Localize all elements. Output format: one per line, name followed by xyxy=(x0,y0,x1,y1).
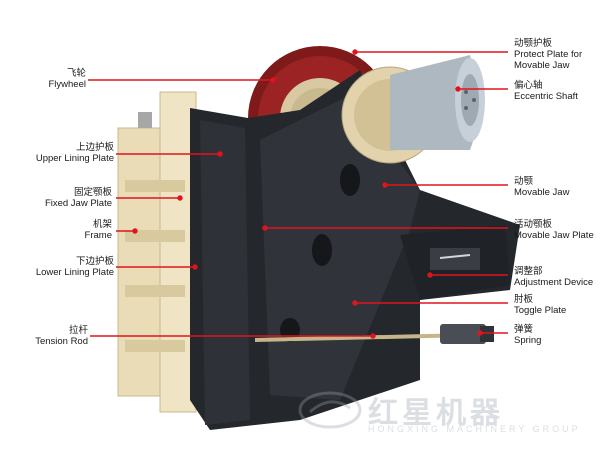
movable-jaw-label-en: Movable Jaw xyxy=(514,187,570,198)
eccentric-shaft-label-en: Eccentric Shaft xyxy=(514,91,578,102)
fixed-jaw-plate-label-zh: 固定颚板 xyxy=(73,187,112,198)
label-flywheel: 飞轮 Flywheel xyxy=(49,68,87,90)
fixed-jaw-plate-label-en: Fixed Jaw Plate xyxy=(44,198,112,209)
adjustment-device-graphic xyxy=(400,225,510,300)
label-adjustment-device: 调整部 Adjustment Device xyxy=(514,266,593,288)
movable-jaw-plate-label-zh: 活动颚板 xyxy=(514,219,553,230)
eccentric-shaft-label-zh: 偏心轴 xyxy=(514,80,543,91)
label-frame: 机架 Frame xyxy=(85,219,112,241)
protect-plate-label-en1: Protect Plate for xyxy=(514,49,583,60)
adjustment-device-label-zh: 调整部 xyxy=(514,266,543,277)
tension-rod-label-zh: 拉杆 xyxy=(68,325,88,336)
label-fixed-jaw-plate: 固定颚板 Fixed Jaw Plate xyxy=(45,187,112,209)
lower-lining-plate-label-zh: 下边护板 xyxy=(75,256,114,267)
label-movable-jaw: 动颚 Movable Jaw xyxy=(514,176,569,198)
spring-label-zh: 弹簧 xyxy=(514,324,534,335)
flywheel-label-en: Flywheel xyxy=(48,79,87,90)
label-protect-plate: 动颚护板 Protect Plate for Movable Jaw xyxy=(514,38,582,71)
tension-rod-label-en: Tension Rod xyxy=(35,336,88,347)
frame-graphic xyxy=(117,91,197,413)
lower-lining-plate-label-en: Lower Lining Plate xyxy=(35,267,114,278)
label-eccentric-shaft: 偏心轴 Eccentric Shaft xyxy=(514,80,578,102)
leader-lines xyxy=(88,49,508,339)
movable-jaw-label-zh: 动颚 xyxy=(514,176,534,187)
adjustment-device-label-en: Adjustment Device xyxy=(514,277,594,288)
protect-plate-label-zh: 动颚护板 xyxy=(514,38,553,49)
label-tension-rod: 拉杆 Tension Rod xyxy=(35,325,88,347)
logo-icon xyxy=(298,391,362,429)
label-toggle-plate: 肘板 Toggle Plate xyxy=(514,294,566,316)
flywheel-label-zh: 飞轮 xyxy=(66,68,86,79)
frame-label-en: Frame xyxy=(84,230,112,241)
watermark-cn-text: 红星机器 xyxy=(368,397,504,430)
toggle-plate-label-en: Toggle Plate xyxy=(514,305,567,316)
movable-jaw-plate-label-en: Movable Jaw Plate xyxy=(514,230,594,241)
brand-watermark: 红星机器 HONGXING MACHINERY GROUP xyxy=(298,386,598,446)
eccentric-shaft-graphic xyxy=(341,55,485,164)
label-spring: 弹簧 Spring xyxy=(514,324,541,346)
label-movable-jaw-plate: 活动颚板 Movable Jaw Plate xyxy=(514,219,594,241)
upper-lining-plate-label-en: Upper Lining Plate xyxy=(35,153,114,164)
protect-plate-label-en2: Movable Jaw xyxy=(514,60,570,71)
label-upper-lining-plate: 上边护板 Upper Lining Plate xyxy=(36,142,114,164)
spring-label-en: Spring xyxy=(514,335,542,346)
frame-label-zh: 机架 xyxy=(92,219,112,230)
watermark-en-text: HONGXING MACHINERY GROUP xyxy=(368,424,581,434)
label-lower-lining-plate: 下边护板 Lower Lining Plate xyxy=(36,256,114,278)
upper-lining-plate-label-zh: 上边护板 xyxy=(75,142,114,153)
toggle-plate-label-zh: 肘板 xyxy=(514,294,534,305)
tension-rod-graphic xyxy=(254,324,494,344)
